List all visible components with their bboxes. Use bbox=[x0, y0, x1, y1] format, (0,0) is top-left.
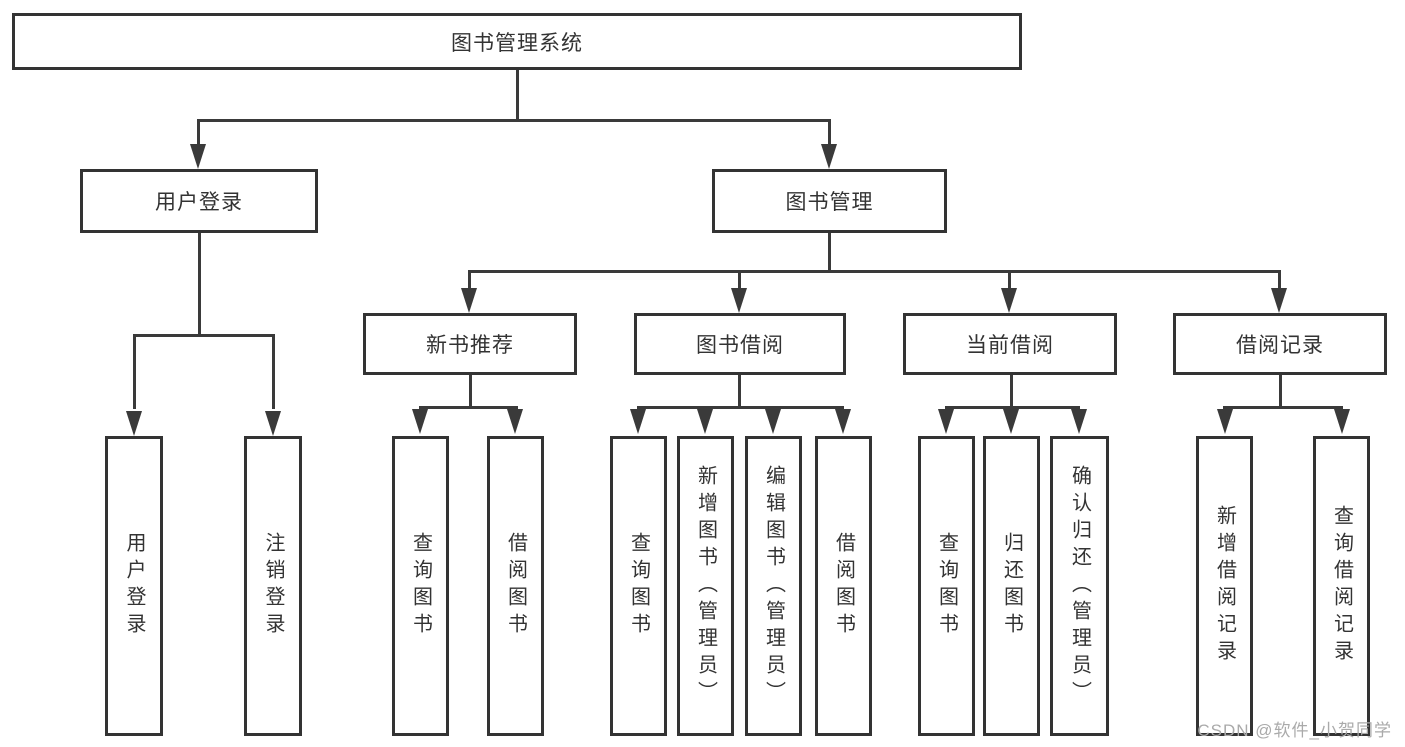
node-label: 图书管理 bbox=[785, 191, 874, 214]
leaf-confirm-return-admin: 确认归还（管理员） bbox=[1050, 436, 1109, 736]
leaf-label: 新增图书（管理员） bbox=[694, 464, 717, 708]
leaf-label: 归还图书 bbox=[1000, 532, 1023, 640]
connector-line bbox=[828, 233, 831, 272]
leaf-query-borrow-record: 查询借阅记录 bbox=[1313, 436, 1370, 736]
arrow-down-icon bbox=[190, 144, 206, 169]
leaf-label: 确认归还（管理员） bbox=[1068, 464, 1091, 708]
connector-line bbox=[738, 375, 741, 408]
arrow-down-icon bbox=[1003, 409, 1019, 434]
connector-line bbox=[1223, 406, 1343, 409]
node-library-management-system: 图书管理系统 bbox=[12, 13, 1022, 70]
watermark: CSDN @软件_小贺同学 bbox=[1197, 721, 1392, 740]
leaf-label: 查询借阅记录 bbox=[1330, 505, 1353, 667]
connector-line bbox=[272, 334, 275, 409]
arrow-down-icon bbox=[1001, 288, 1017, 313]
arrow-down-icon bbox=[697, 409, 713, 434]
leaf-label: 注销登录 bbox=[262, 532, 284, 640]
node-label: 用户登录 bbox=[155, 191, 243, 214]
node-label: 图书借阅 bbox=[696, 334, 784, 357]
leaf-label: 查询图书 bbox=[627, 532, 650, 640]
node-book-borrowing: 图书借阅 bbox=[634, 313, 846, 375]
connector-line bbox=[197, 119, 200, 147]
arrow-down-icon bbox=[1071, 409, 1087, 434]
connector-line bbox=[133, 334, 275, 337]
leaf-label: 查询图书 bbox=[409, 532, 432, 640]
leaf-query-books-borrow: 查询图书 bbox=[610, 436, 667, 736]
node-book-management: 图书管理 bbox=[712, 169, 947, 233]
arrow-down-icon bbox=[1217, 409, 1233, 434]
leaf-label: 编辑图书（管理员） bbox=[762, 464, 785, 708]
leaf-label: 新增借阅记录 bbox=[1213, 505, 1236, 667]
leaf-return-book: 归还图书 bbox=[983, 436, 1040, 736]
leaf-label: 借阅图书 bbox=[832, 532, 855, 640]
leaf-borrow-books: 借阅图书 bbox=[815, 436, 872, 736]
node-borrowing-records: 借阅记录 bbox=[1173, 313, 1387, 375]
connector-line bbox=[1010, 375, 1013, 408]
leaf-logout: 注销登录 bbox=[244, 436, 302, 736]
connector-line bbox=[637, 406, 844, 409]
connector-line bbox=[198, 233, 201, 336]
connector-line bbox=[469, 375, 472, 408]
node-label: 图书管理系统 bbox=[451, 31, 583, 55]
leaf-edit-book-admin: 编辑图书（管理员） bbox=[745, 436, 802, 736]
leaf-add-borrow-record: 新增借阅记录 bbox=[1196, 436, 1253, 736]
leaf-user-login: 用户登录 bbox=[105, 436, 163, 736]
leaf-label: 用户登录 bbox=[123, 532, 145, 640]
node-label: 当前借阅 bbox=[966, 334, 1054, 357]
connector-line bbox=[133, 334, 136, 409]
connector-line bbox=[1279, 375, 1282, 408]
arrow-down-icon bbox=[126, 411, 142, 436]
node-new-book-recommendation: 新书推荐 bbox=[363, 313, 577, 375]
arrow-down-icon bbox=[1334, 409, 1350, 434]
connector-line bbox=[828, 119, 831, 147]
leaf-borrow-books-recommend: 借阅图书 bbox=[487, 436, 544, 736]
connector-line bbox=[419, 406, 518, 409]
arrow-down-icon bbox=[412, 409, 428, 434]
node-label: 新书推荐 bbox=[426, 334, 514, 357]
arrow-down-icon bbox=[731, 288, 747, 313]
arrow-down-icon bbox=[265, 411, 281, 436]
arrow-down-icon bbox=[765, 409, 781, 434]
connector-line bbox=[516, 70, 519, 120]
connector-line bbox=[945, 406, 1080, 409]
arrow-down-icon bbox=[461, 288, 477, 313]
connector-line bbox=[738, 270, 741, 290]
arrow-down-icon bbox=[630, 409, 646, 434]
arrow-down-icon bbox=[1271, 288, 1287, 313]
connector-line bbox=[1278, 270, 1281, 290]
leaf-add-book-admin: 新增图书（管理员） bbox=[677, 436, 734, 736]
node-user-login: 用户登录 bbox=[80, 169, 318, 233]
connector-line bbox=[197, 119, 831, 122]
leaf-query-books-current: 查询图书 bbox=[918, 436, 975, 736]
arrow-down-icon bbox=[821, 144, 837, 169]
connector-line bbox=[468, 270, 1281, 273]
leaf-label: 借阅图书 bbox=[504, 532, 527, 640]
arrow-down-icon bbox=[835, 409, 851, 434]
connector-line bbox=[1008, 270, 1011, 290]
leaf-label: 查询图书 bbox=[935, 532, 958, 640]
arrow-down-icon bbox=[938, 409, 954, 434]
connector-line bbox=[468, 270, 471, 290]
arrow-down-icon bbox=[507, 409, 523, 434]
node-label: 借阅记录 bbox=[1236, 334, 1324, 357]
node-current-borrowing: 当前借阅 bbox=[903, 313, 1117, 375]
leaf-query-books-recommend: 查询图书 bbox=[392, 436, 449, 736]
